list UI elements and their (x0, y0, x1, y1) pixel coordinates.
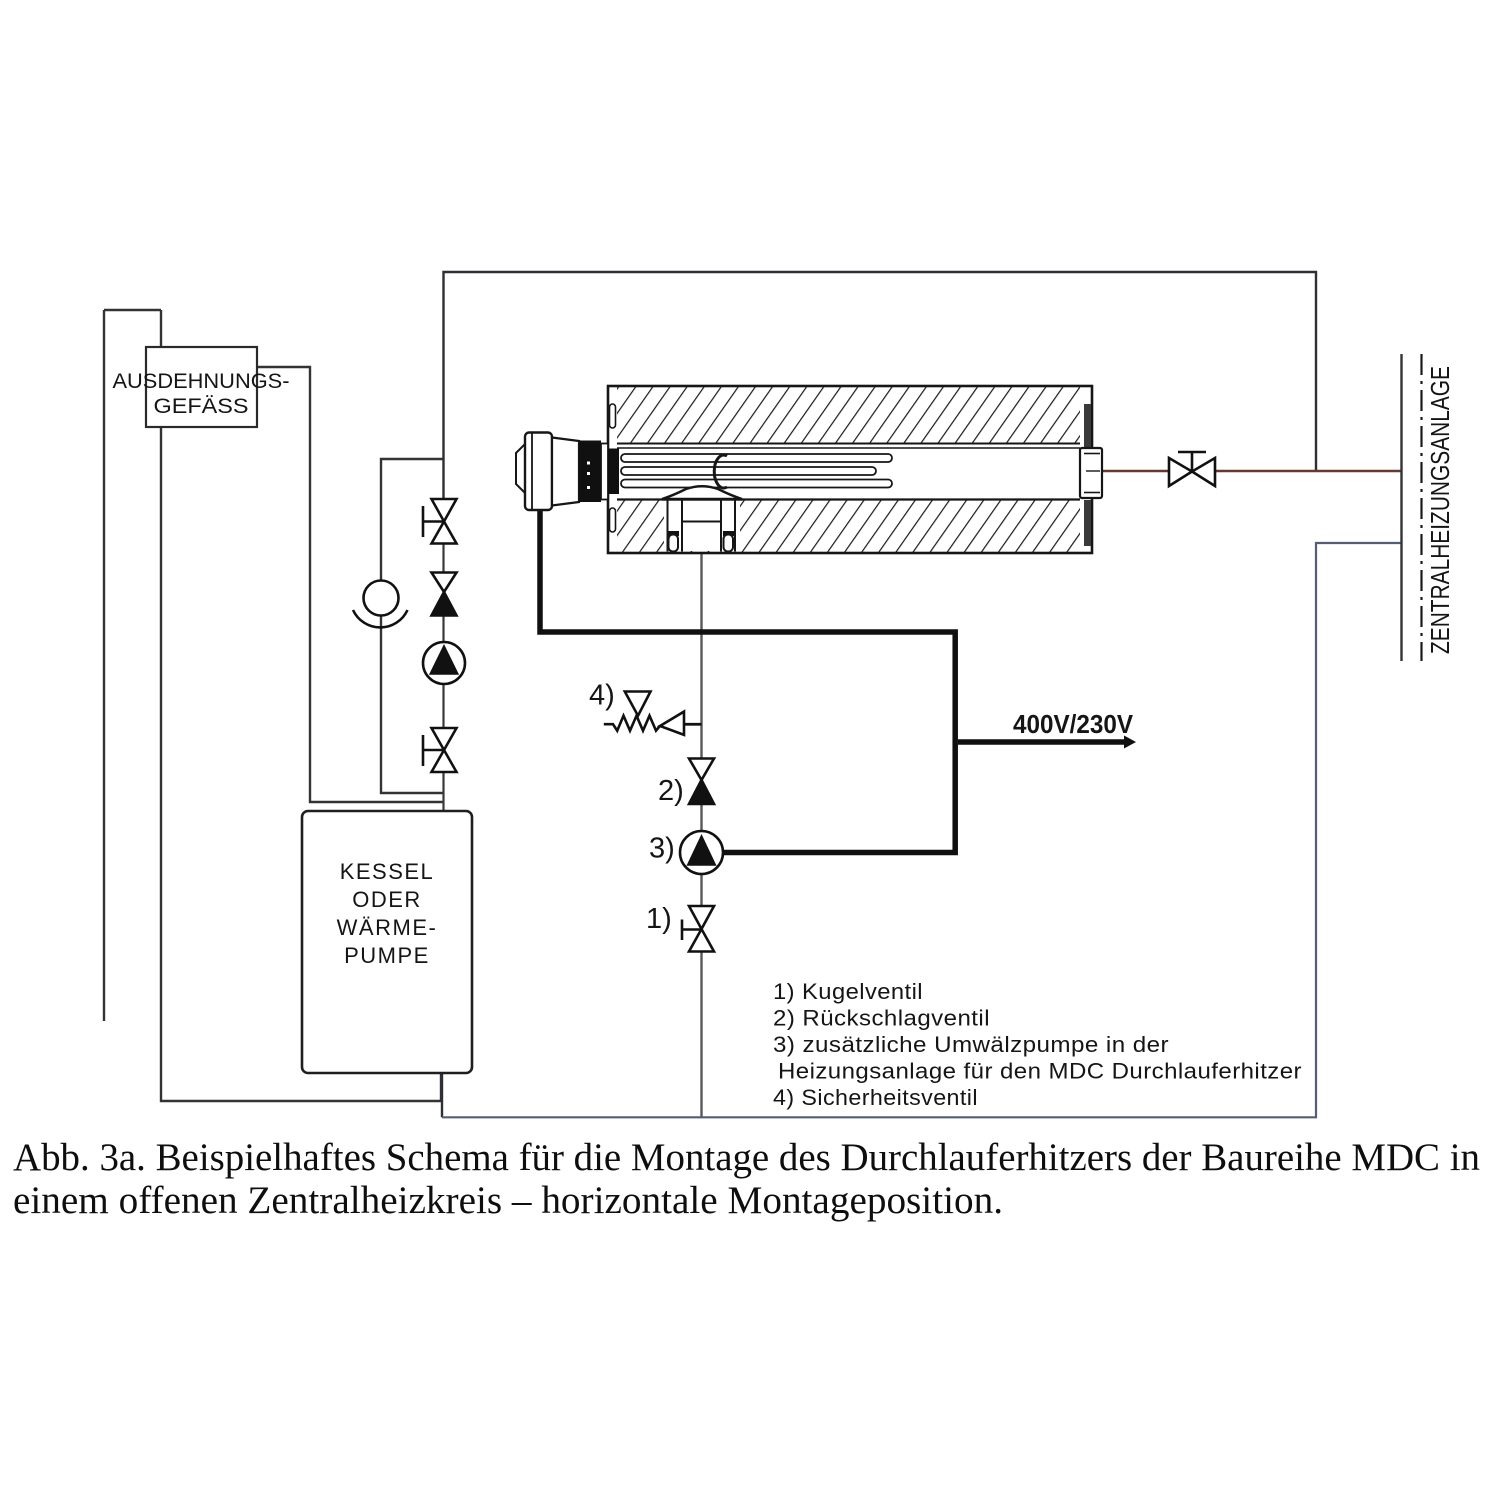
svg-text:WÄRME-: WÄRME- (337, 915, 438, 940)
svg-text:GEFÄSS: GEFÄSS (154, 395, 249, 418)
svg-text:400V/230V: 400V/230V (1013, 709, 1134, 739)
svg-text:einem offenen Zentralheizkreis: einem offenen Zentralheizkreis – horizon… (13, 1179, 1003, 1222)
svg-text:4) Sicherheitsventil: 4) Sicherheitsventil (773, 1085, 978, 1110)
svg-text:PUMPE: PUMPE (344, 943, 430, 968)
svg-text:1): 1) (646, 903, 672, 935)
svg-text:AUSDEHNUNGS-: AUSDEHNUNGS- (113, 370, 290, 393)
svg-text:1) Kugelventil: 1) Kugelventil (773, 979, 923, 1004)
svg-text:Abb. 3a. Beispielhaftes Schema: Abb. 3a. Beispielhaftes Schema für die M… (13, 1136, 1480, 1179)
svg-text:2) Rückschlagventil: 2) Rückschlagventil (773, 1006, 990, 1031)
svg-text:2): 2) (658, 775, 684, 807)
svg-text:Heizungsanlage für den MDC Dur: Heizungsanlage für den MDC Durchlauferhi… (778, 1059, 1302, 1084)
svg-text:KESSEL: KESSEL (340, 859, 435, 884)
svg-text:4): 4) (589, 680, 615, 712)
svg-text:3) zusätzliche Umwälzpumpe in: 3) zusätzliche Umwälzpumpe in der (773, 1032, 1169, 1057)
svg-text:3): 3) (649, 833, 675, 865)
svg-text:ODER: ODER (352, 887, 422, 912)
svg-text:ZENTRALHEIZUNGSANLAGE: ZENTRALHEIZUNGSANLAGE (1425, 366, 1455, 654)
